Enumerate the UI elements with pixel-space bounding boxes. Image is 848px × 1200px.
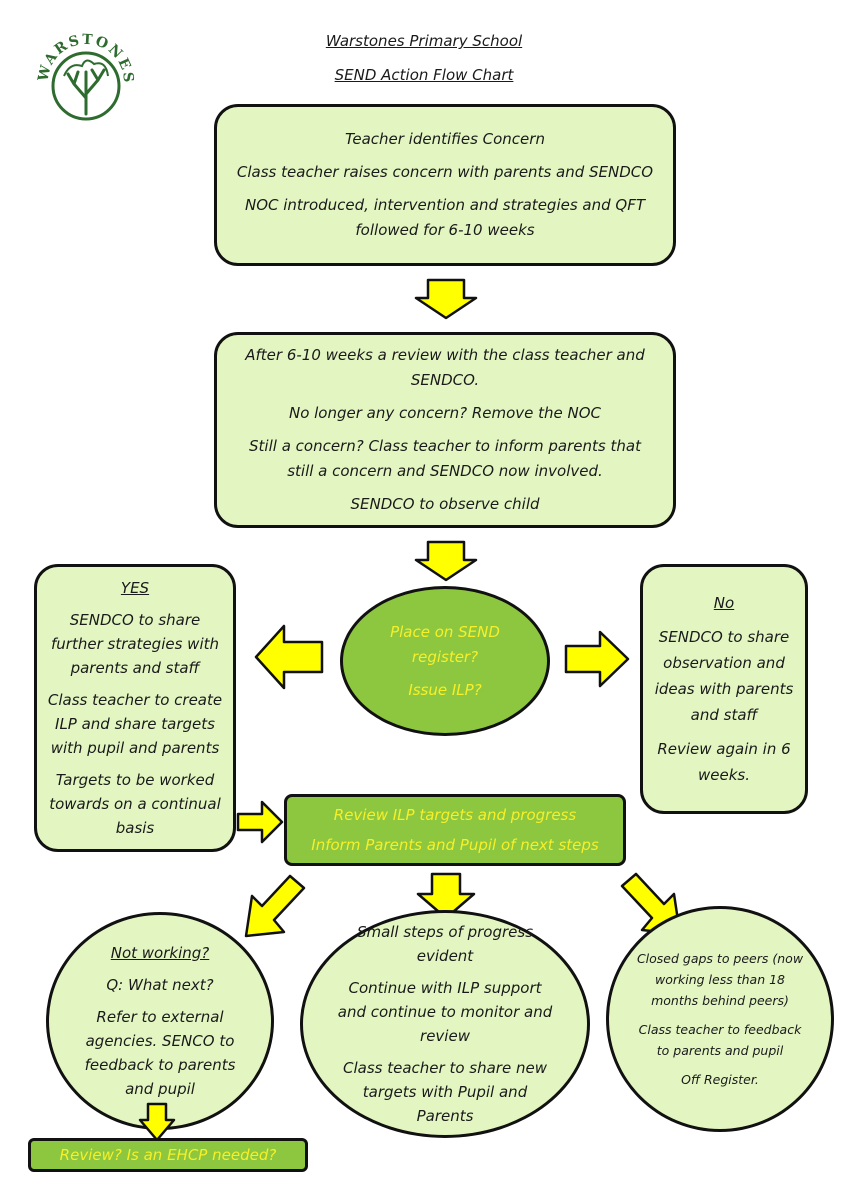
small-steps-oval: Small steps of progress evident Continue… xyxy=(300,910,590,1138)
box-line: SENDCO to observe child xyxy=(350,495,540,513)
chart-title: SEND Action Flow Chart xyxy=(334,66,514,84)
arrow-right-icon xyxy=(564,630,630,688)
send-register-decision: Place on SEND register? Issue ILP? xyxy=(340,586,550,736)
box-line: Teacher identifies Concern xyxy=(345,130,545,148)
closed-gaps-oval: Closed gaps to peers (now working less t… xyxy=(606,906,834,1132)
box-line: Closed gaps to peers (now working less t… xyxy=(636,951,804,1008)
box-line: Q: What next? xyxy=(106,976,214,994)
yes-heading: YES xyxy=(120,579,150,597)
box-line: NOC introduced, intervention and strateg… xyxy=(244,196,646,239)
arrow-down-icon xyxy=(138,1102,176,1142)
arrow-down-icon xyxy=(414,540,478,582)
not-working-heading: Not working? xyxy=(110,944,210,962)
box-line: Refer to external agencies. SENCO to fee… xyxy=(84,1008,236,1098)
tree-logo-icon: WARSTONES xyxy=(35,32,134,121)
box-line: Class teacher to create ILP and share ta… xyxy=(47,691,223,757)
arrow-left-icon xyxy=(254,624,324,690)
school-logo: WARSTONES xyxy=(30,20,140,130)
school-name: Warstones Primary School xyxy=(325,32,523,50)
not-working-oval: Not working? Q: What next? Refer to exte… xyxy=(46,912,274,1130)
decision-line: Place on SEND register? xyxy=(390,622,500,666)
no-heading: No xyxy=(713,594,735,612)
arrow-right-icon xyxy=(236,800,284,844)
box-line: Review? Is an EHCP needed? xyxy=(59,1146,277,1164)
box-line: Continue with ILP support and continue t… xyxy=(337,979,553,1045)
ehcp-review-box: Review? Is an EHCP needed? xyxy=(28,1138,308,1172)
decision-line: Issue ILP? xyxy=(408,680,482,699)
identify-concern-box: Teacher identifies Concern Class teacher… xyxy=(214,104,676,266)
box-line: Review ILP targets and progress xyxy=(333,806,577,824)
arrow-down-icon xyxy=(416,872,476,920)
box-line: After 6-10 weeks a review with the class… xyxy=(245,346,645,389)
yes-box: YES SENDCO to share further strategies w… xyxy=(34,564,236,852)
box-line: Class teacher to feedback to parents and… xyxy=(638,1022,802,1058)
review-ilp-box: Review ILP targets and progress Inform P… xyxy=(284,794,626,866)
review-box: After 6-10 weeks a review with the class… xyxy=(214,332,676,528)
no-box: No SENDCO to share observation and ideas… xyxy=(640,564,808,814)
box-line: SENDCO to share further strategies with … xyxy=(51,611,219,677)
box-line: Targets to be worked towards on a contin… xyxy=(49,771,221,837)
box-line: Small steps of progress evident xyxy=(356,923,534,965)
box-line: SENDCO to share observation and ideas wi… xyxy=(654,628,794,724)
arrow-down-icon xyxy=(414,278,478,320)
box-line: Class teacher to share new targets with … xyxy=(343,1059,547,1125)
box-line: Off Register. xyxy=(681,1072,759,1087)
box-line: Class teacher raises concern with parent… xyxy=(236,163,654,181)
box-line: No longer any concern? Remove the NOC xyxy=(288,404,602,422)
box-line: Inform Parents and Pupil of next steps xyxy=(311,836,599,854)
box-line: Review again in 6 weeks. xyxy=(657,740,791,784)
arrow-down-left-icon xyxy=(244,874,306,938)
box-line: Still a concern? Class teacher to inform… xyxy=(249,437,641,480)
